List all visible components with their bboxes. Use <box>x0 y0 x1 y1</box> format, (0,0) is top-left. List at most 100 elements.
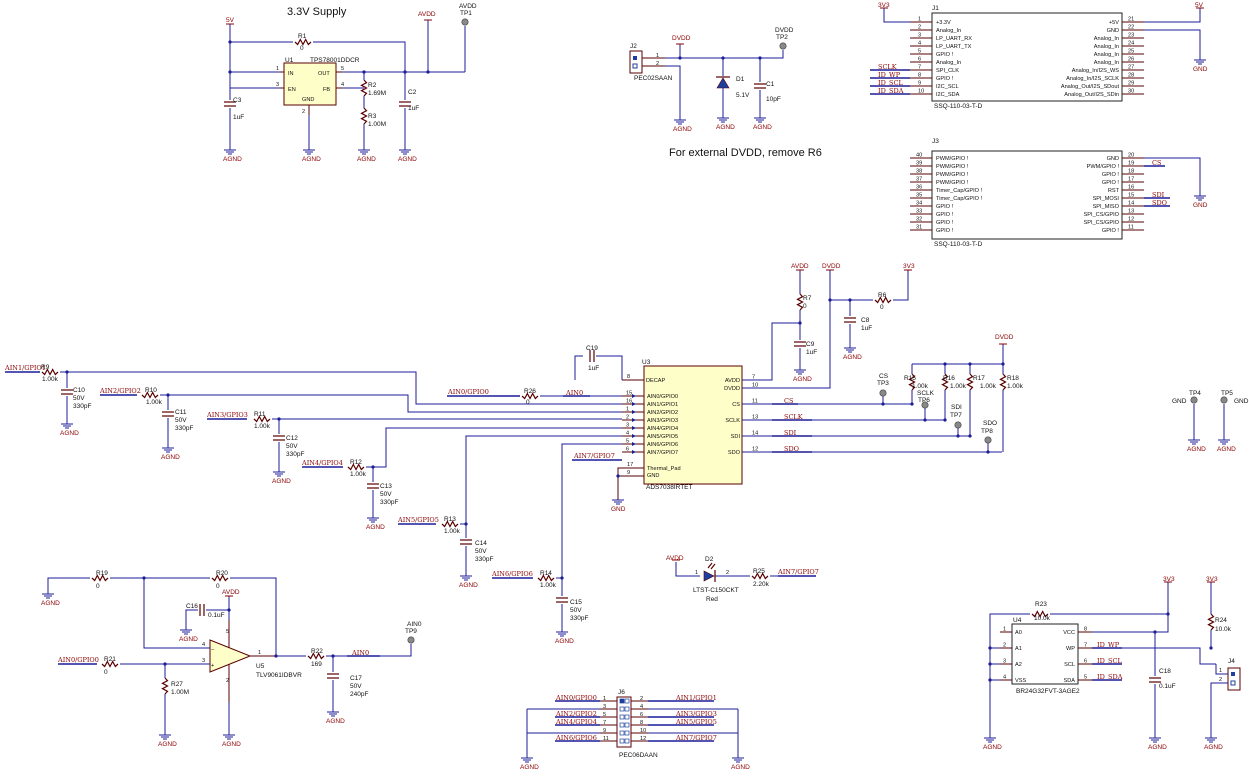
power-symbol-5v: 5V <box>1195 2 1204 9</box>
supply-section: 5V AGND C3 1uF R1 0 U1 TPS78001DDCR IN E… <box>223 3 477 163</box>
svg-text:37: 37 <box>916 177 922 183</box>
r25-ref: R25 <box>753 568 765 575</box>
resistor-r11 <box>253 415 271 423</box>
resistor-r14 <box>537 574 555 582</box>
svg-text:9: 9 <box>627 470 630 476</box>
svg-text:26: 26 <box>1128 57 1134 63</box>
power-symbol-avdd: AVDD <box>222 589 240 597</box>
c13-ref: C13 <box>380 483 392 490</box>
c9-value: 1uF <box>806 349 817 356</box>
u4-body <box>1011 623 1079 685</box>
r7-ref: R7 <box>803 295 812 302</box>
net-label-sclk: SCLK <box>878 63 897 71</box>
svg-text:4: 4 <box>202 642 205 648</box>
svg-text:1: 1 <box>695 570 698 576</box>
c16-ref: C16 <box>186 603 198 610</box>
svg-text:SDO: SDO <box>784 445 799 453</box>
j6-net-left: AIN0/GPIO0 <box>555 694 597 702</box>
c16-value: 0.1uF <box>208 612 225 619</box>
svg-text:AGND: AGND <box>731 764 750 771</box>
svg-text:18: 18 <box>1128 169 1134 175</box>
svg-text:2: 2 <box>918 25 921 31</box>
svg-text:GND: GND <box>611 506 626 513</box>
tp8-net: SDO <box>983 420 997 427</box>
svg-text:17: 17 <box>627 462 633 468</box>
svg-text:GPIO !: GPIO ! <box>1102 228 1120 234</box>
agnd-symbol: AGND <box>223 149 242 163</box>
cap-c1 <box>754 83 766 89</box>
svg-text:17: 17 <box>1128 177 1134 183</box>
svg-text:25: 25 <box>1128 49 1134 55</box>
svg-text:34: 34 <box>916 201 922 207</box>
cap-c15 <box>556 597 568 603</box>
svg-text:40: 40 <box>916 153 922 159</box>
tp1-ref: TP1 <box>460 10 472 17</box>
svg-text:Analog_Out/I2S_SDin: Analog_Out/I2S_SDin <box>1064 92 1119 98</box>
c17-ref: C17 <box>350 675 362 682</box>
svg-text:3V3: 3V3 <box>878 2 890 9</box>
agnd-symbol: AGND <box>520 757 539 771</box>
svg-text:3V3: 3V3 <box>1206 576 1218 583</box>
svg-text:Analog_In: Analog_In <box>1094 52 1119 58</box>
d1-diode-icon <box>716 77 730 89</box>
u1-ref: U1 <box>285 57 294 64</box>
tp4-net: GND <box>1172 398 1187 405</box>
dvdd-section: J2 PEC02SAAN 1 2 AGND DVDD AGND D1 5.1V … <box>629 27 794 133</box>
d1-value: 5.1V <box>736 92 750 99</box>
net-ain5: AIN5/GPIO5 <box>397 516 439 524</box>
led-section: AVDD 1 2 D2 LTST-C150CKT Red R25 2.20k A… <box>666 555 819 603</box>
j6-part: PEC06DAAN <box>619 752 658 759</box>
svg-text:AGND: AGND <box>673 126 692 133</box>
net-ain2: AIN2/GPIO2 <box>99 387 141 395</box>
r18-value: 1.00k <box>1007 383 1024 390</box>
svg-text:GPIO !: GPIO ! <box>936 76 954 82</box>
tp3-ref: TP3 <box>877 380 889 387</box>
svg-text:PWM/GPIO !: PWM/GPIO ! <box>936 164 969 170</box>
c15-ref: C15 <box>570 599 582 606</box>
svg-text:Analog_In: Analog_In <box>1094 60 1119 66</box>
tp3-net: CS <box>879 373 889 380</box>
resistor-r6 <box>874 296 892 304</box>
r26-value: 0 <box>526 399 530 406</box>
j1-right-pin-21: 21+5V <box>1109 17 1144 26</box>
r9-value: 1.00k <box>42 376 59 383</box>
svg-text:SPI_CS/GPIO: SPI_CS/GPIO <box>1084 220 1120 226</box>
net-ain0-gpio0: AIN0/GPIO0 <box>447 388 489 396</box>
svg-text:39: 39 <box>916 161 922 167</box>
c13-v1: 50V <box>380 491 392 498</box>
net-ain3: AIN3/GPIO3 <box>206 411 248 419</box>
svg-text:14: 14 <box>752 431 758 437</box>
j1-right-pins: 21+5V22GND23Analog_In24Analog_In25Analog… <box>1061 17 1144 98</box>
net-label-id-sda: ID_SDA <box>878 87 904 95</box>
svg-text:AGND: AGND <box>222 741 241 748</box>
svg-text:11: 11 <box>752 399 758 405</box>
svg-text:15: 15 <box>1128 193 1134 199</box>
svg-text:16: 16 <box>1128 185 1134 191</box>
cap-c12 <box>273 435 285 441</box>
svg-text:21: 21 <box>1128 17 1134 23</box>
svg-text:30: 30 <box>1128 89 1134 95</box>
svg-text:36: 36 <box>916 185 922 191</box>
c10-ref: C10 <box>73 387 85 394</box>
svg-text:AIN1/GPIO1: AIN1/GPIO1 <box>647 402 678 408</box>
svg-text:AGND: AGND <box>459 582 478 589</box>
svg-text:GPIO !: GPIO ! <box>936 220 954 226</box>
svg-text:24: 24 <box>1128 41 1134 47</box>
svg-text:5V: 5V <box>226 17 235 24</box>
svg-text:2: 2 <box>656 61 659 67</box>
c15-v1: 50V <box>570 607 582 614</box>
c2-ref: C2 <box>408 89 417 96</box>
net-label-cs: CS <box>1152 159 1161 167</box>
svg-text:7: 7 <box>1084 643 1087 649</box>
